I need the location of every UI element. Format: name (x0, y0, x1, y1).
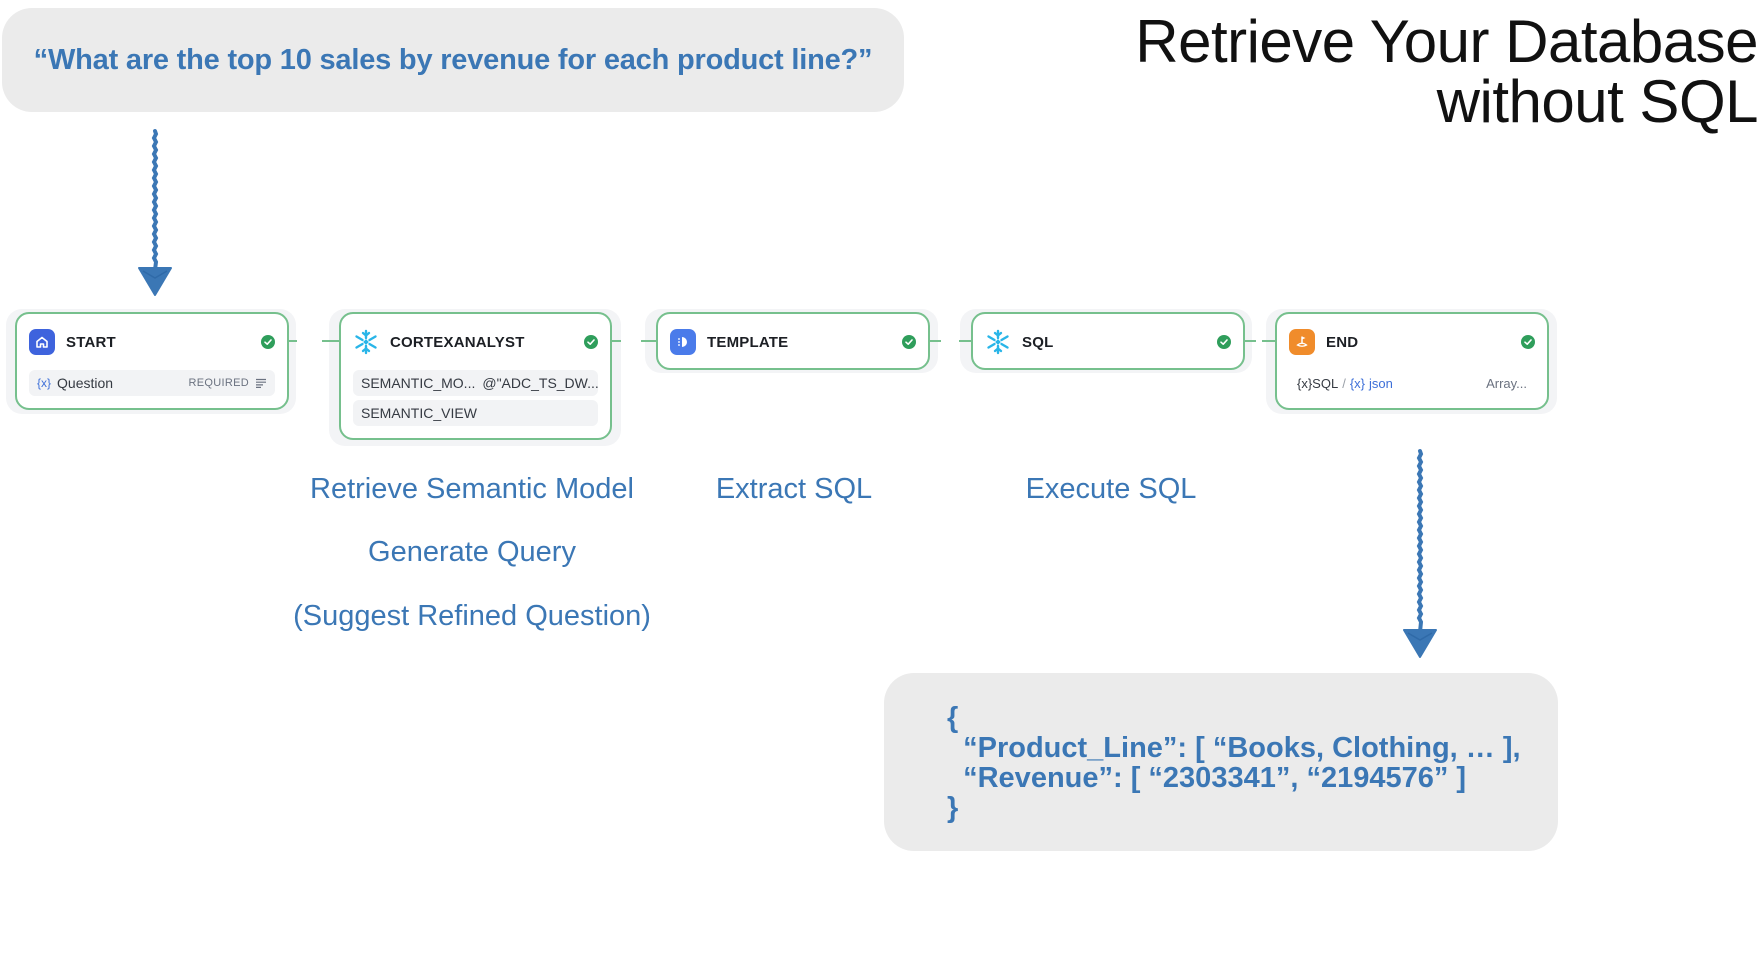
template-node-title: TEMPLATE (707, 333, 789, 351)
start-node[interactable]: START {x} Question REQUIRED (15, 312, 289, 410)
connector-sql-in (959, 340, 972, 342)
arrow-down-result (1403, 449, 1437, 658)
output-type: Array... (1486, 375, 1527, 391)
semantic-model-param-row[interactable]: SEMANTIC_MO... @"ADC_TS_DW... (353, 370, 599, 396)
label-generate-query: Generate Query (368, 536, 576, 568)
sql-node-title: SQL (1022, 333, 1054, 351)
template-node[interactable]: TEMPLATE (656, 312, 930, 370)
variable-icon: {x} (37, 376, 52, 390)
semantic-view-param-row[interactable]: SEMANTIC_VIEW (353, 400, 598, 426)
start-input-name: Question (57, 375, 114, 391)
variable-icon: {x} (1349, 375, 1366, 391)
semantic-model-param-name: SEMANTIC_MO... (361, 375, 476, 391)
check-icon (902, 335, 916, 349)
connector-template-out (929, 340, 941, 342)
result-line-2: “Product_Line”: [ “Books, Clothing, … ], (947, 732, 1521, 764)
connector-sql-out (1244, 340, 1256, 342)
semantic-model-param-value: @"ADC_TS_DW... (482, 375, 599, 391)
question-bubble: “What are the top 10 sales by revenue fo… (2, 8, 904, 112)
result-line-1: { (947, 702, 959, 734)
cortexanalyst-node-title: CORTEXANALYST (390, 333, 525, 351)
check-icon (261, 335, 275, 349)
start-input-row[interactable]: {x} Question REQUIRED (29, 370, 275, 396)
flag-icon (1289, 329, 1315, 355)
end-output-row[interactable]: {x}SQL / {x} json Array... (1289, 370, 1535, 396)
end-node[interactable]: END {x}SQL / {x} json Array... (1275, 312, 1549, 410)
check-icon (584, 335, 598, 349)
question-text: “What are the top 10 sales by revenue fo… (33, 43, 873, 76)
result-line-4: } (947, 792, 959, 824)
label-suggest-refined-question: (Suggest Refined Question) (293, 600, 651, 632)
connector-template-in (641, 340, 657, 342)
label-retrieve-semantic-model: Retrieve Semantic Model (310, 473, 634, 505)
page-title: Retrieve Your Database without SQL (1135, 12, 1758, 132)
required-badge: REQUIRED (189, 377, 267, 389)
label-extract-sql: Extract SQL (715, 473, 873, 505)
sql-node[interactable]: SQL (971, 312, 1245, 370)
cortexanalyst-node[interactable]: CORTEXANALYST SEMANTIC_MO... @"ADC_TS_DW… (339, 312, 612, 440)
result-bubble: { “Product_Line”: [ “Books, Clothing, … … (884, 673, 1558, 851)
title-line-1: Retrieve Your Database (1135, 8, 1758, 75)
start-node-title: START (66, 333, 116, 351)
separator: / (1342, 375, 1346, 391)
label-execute-sql: Execute SQL (1025, 473, 1197, 505)
end-node-title: END (1326, 333, 1359, 351)
snowflake-icon (985, 329, 1011, 355)
connector-end-in (1262, 340, 1276, 342)
title-line-2: without SQL (1436, 68, 1759, 135)
connector-cortex-in (322, 340, 340, 342)
home-icon (29, 329, 55, 355)
snowflake-icon (353, 329, 379, 355)
arrow-down-question (138, 129, 172, 296)
template-icon (670, 329, 696, 355)
connector-cortex-out (611, 340, 621, 342)
result-line-3: “Revenue”: [ “2303341”, “2194576” ] (947, 762, 1467, 794)
sql-variable: {x}SQL (1297, 375, 1339, 391)
semantic-view-param-name: SEMANTIC_VIEW (361, 405, 477, 421)
connector-start-out (288, 340, 297, 342)
text-lines-icon (256, 378, 266, 388)
json-variable: json (1369, 375, 1393, 391)
check-icon (1521, 335, 1535, 349)
check-icon (1217, 335, 1231, 349)
